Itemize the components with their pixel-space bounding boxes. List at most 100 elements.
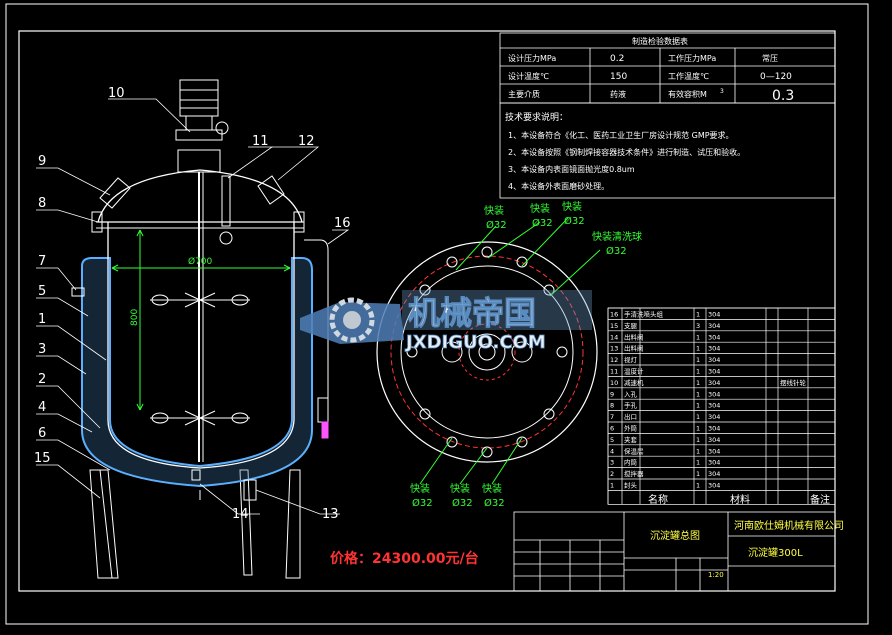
- nozzle-wash-label: 快装清洗球: [592, 230, 642, 243]
- nozzle-top3-size: Ø32: [564, 215, 585, 227]
- bom-cell: 304: [708, 470, 720, 478]
- bom-cell: 内筒: [624, 458, 638, 467]
- nozzle-top1-size: Ø32: [486, 219, 507, 231]
- bom-cell: 304: [708, 482, 720, 490]
- bom-cell: 14: [610, 333, 618, 341]
- bom-cell: 11: [610, 368, 618, 376]
- nozzle-top1-label: 快装: [484, 204, 504, 217]
- bom-cell: 外筒: [624, 424, 638, 433]
- pressure-gauge: [215, 121, 229, 135]
- spec-r1b: 0.2: [610, 54, 624, 64]
- bom-cell: 入孔: [624, 390, 638, 398]
- bom-cell: 5: [610, 436, 614, 444]
- bom-cell: 3: [610, 459, 614, 467]
- balloon-16: 16: [334, 216, 351, 231]
- tank-top-view: [376, 241, 598, 463]
- balloon-4: 4: [38, 400, 46, 415]
- motor: [179, 79, 219, 117]
- nozzle-bot2-size: Ø32: [452, 497, 473, 509]
- bom-cell: 1: [696, 447, 700, 455]
- balloon-14: 14: [232, 507, 249, 522]
- bom-cell: 手清洗喷头组: [624, 310, 664, 319]
- bom-cell: 保温层: [624, 446, 644, 455]
- inner-shell: [107, 222, 295, 469]
- title-scale: 1:20: [708, 571, 724, 579]
- watermark-logo: [300, 290, 592, 344]
- tech-line-2: 2、本设备按照《钢制焊接容器技术条件》进行制造、试压和验收。: [508, 147, 745, 157]
- balloon-2: 2: [38, 372, 46, 387]
- balloon-6: 6: [38, 426, 46, 441]
- spec-r2b: 150: [610, 72, 627, 82]
- bom-cell: 8: [610, 402, 614, 410]
- leg-left: [89, 469, 113, 579]
- bom-header-name: 名称: [648, 493, 668, 506]
- bom-header-remark: 备注: [810, 493, 830, 506]
- bom-header-material: 材料: [730, 493, 750, 506]
- nozzle-top2-label: 快装: [530, 202, 550, 215]
- spec-r1d: 常压: [762, 54, 778, 63]
- spec-table: [499, 32, 836, 199]
- bom-cell: 9: [610, 390, 614, 398]
- bom-cell: 摆线针轮: [780, 378, 807, 387]
- bom-cell: 出料阀: [624, 344, 644, 353]
- bom-cell: 视灯: [624, 355, 638, 364]
- spec-r3b: 药液: [610, 89, 626, 99]
- spec-r3c-sup: 3: [720, 88, 724, 95]
- spec-title: 制造检验数据表: [632, 36, 688, 46]
- bom-cell: 夹套: [624, 435, 638, 444]
- balloon-3: 3: [38, 342, 46, 357]
- tech-line-4: 4、本设备外表面磨砂处理。: [508, 181, 609, 191]
- balloon-9: 9: [38, 154, 46, 169]
- bom-cell: 1: [696, 402, 700, 410]
- spec-r1c: 工作压力MPa: [668, 53, 716, 63]
- bom-cell: 1: [696, 482, 700, 490]
- spec-r3c: 有效容积M: [668, 89, 707, 99]
- balloon-11: 11: [252, 134, 269, 149]
- bom-table: [607, 307, 836, 505]
- title-product: 沉淀罐300L: [748, 546, 803, 559]
- tech-title: 技术要求说明：: [505, 111, 568, 123]
- bom-cell: 出料阀: [624, 332, 644, 341]
- tech-line-1: 1、本设备符合《化工、医药工业卫生厂房设计规范 GMP要求。: [508, 130, 734, 140]
- bom-cell: 304: [708, 447, 720, 455]
- spec-r1a: 设计压力MPa: [508, 53, 556, 63]
- balloon-8: 8: [38, 196, 46, 211]
- title-block: [513, 511, 836, 592]
- nozzle-bot3-size: Ø32: [484, 497, 505, 509]
- bom-cell: 1: [696, 436, 700, 444]
- bom-cell: 1: [696, 356, 700, 364]
- bom-cell: 1: [696, 390, 700, 398]
- balloon-15: 15: [34, 451, 51, 466]
- bom-cell: 3: [696, 322, 700, 330]
- insulation-layer: [81, 257, 313, 488]
- bom-cell: 304: [708, 322, 720, 330]
- bom-cell: 1: [696, 379, 700, 387]
- bom-cell: 1: [610, 482, 614, 490]
- nozzle-top3-label: 快装: [562, 200, 582, 213]
- title-drawing-name: 沉淀罐总图: [650, 529, 700, 542]
- gear-icon: [329, 297, 375, 343]
- balloon-12: 12: [298, 134, 315, 149]
- nozzle-leaders: [419, 217, 601, 485]
- nozzle-wash-size: Ø32: [606, 245, 627, 257]
- bom-cell: 304: [708, 459, 720, 467]
- spray-pipe-16: [304, 239, 329, 400]
- nozzle-bot1-label: 快装: [410, 482, 430, 495]
- bom-cell: 7: [610, 413, 614, 421]
- bom-cell: 1: [696, 333, 700, 341]
- bom-cell: 12: [610, 356, 618, 364]
- bom-cell: 304: [708, 368, 720, 376]
- outer-frame: [5, 3, 869, 625]
- spec-r2c: 工作温度℃: [668, 71, 709, 81]
- bom-cell: 304: [708, 402, 720, 410]
- bom-cell: 减速机: [624, 378, 644, 387]
- watermark-en: JXDIGUO.COM: [404, 332, 546, 353]
- nozzle-top2-size: Ø32: [532, 217, 553, 229]
- bom-cell: 304: [708, 413, 720, 421]
- thermometer-11: [221, 175, 231, 227]
- tech-line-3: 3、本设备内表面镜面抛光度0.8um: [508, 164, 635, 174]
- dimension-lines: [111, 229, 291, 411]
- bom-cell: 1: [696, 413, 700, 421]
- bom-cell: 温度计: [624, 367, 644, 376]
